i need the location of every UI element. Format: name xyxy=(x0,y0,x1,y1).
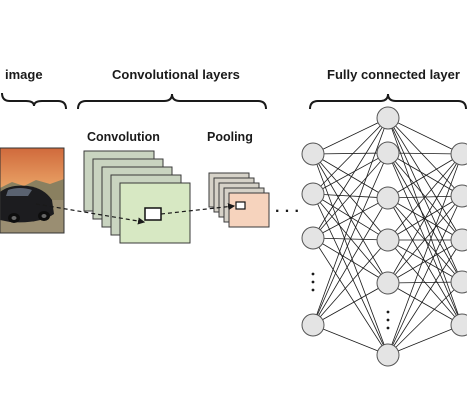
fc-node-layer-2 xyxy=(376,343,400,367)
fc-edge xyxy=(387,152,463,197)
fc-node-layer-3 xyxy=(450,228,467,252)
pooling-feature-maps xyxy=(208,172,270,228)
fully-connected-layer-label: Fully connected layer xyxy=(327,67,460,82)
fc-edge xyxy=(312,197,389,326)
fc-edge xyxy=(387,153,463,199)
continuation-ellipsis: · · · xyxy=(275,203,300,220)
pooling-label: Pooling xyxy=(207,130,253,144)
fc-vertical-ellipsis-dot xyxy=(311,272,315,276)
convolutional-layers-label: Convolutional layers xyxy=(112,67,240,82)
fc-edge xyxy=(387,324,463,356)
fc-edge xyxy=(387,281,463,356)
fc-edge xyxy=(312,153,389,284)
fc-edge xyxy=(387,117,463,326)
fc-layer-bracket xyxy=(309,93,467,110)
fc-node-layer-2 xyxy=(376,141,400,165)
fc-edge xyxy=(387,153,463,356)
fc-node-layer-2 xyxy=(376,106,400,130)
fc-vertical-ellipsis-dot xyxy=(311,280,315,284)
fc-node-layer-2 xyxy=(376,271,400,295)
fc-edge xyxy=(312,197,389,239)
fc-edge xyxy=(387,153,463,241)
fc-node-layer-3 xyxy=(450,270,467,294)
convolution-kernel-window xyxy=(144,207,162,221)
fully-connected-network xyxy=(301,106,467,367)
fc-edge xyxy=(312,324,389,356)
fc-node-layer-3 xyxy=(450,184,467,208)
fc-edge xyxy=(387,282,463,326)
fc-vertical-ellipsis-dot xyxy=(311,288,315,292)
convolution-to-pooling-arrow xyxy=(160,203,236,215)
fc-edge xyxy=(387,117,463,241)
fc-node-layer-3 xyxy=(450,313,467,337)
fc-node-layer-1 xyxy=(301,313,325,337)
fc-edge xyxy=(312,152,389,326)
fc-node-layer-2 xyxy=(376,186,400,210)
fc-edge xyxy=(387,152,463,283)
image-to-convolution-arrow xyxy=(35,203,146,225)
fc-edge xyxy=(387,195,463,284)
fc-edge xyxy=(312,153,389,199)
fc-edge xyxy=(312,153,389,241)
fc-edge xyxy=(387,281,463,284)
pooling-window xyxy=(235,201,246,210)
fc-vertical-ellipsis-dot xyxy=(386,326,390,330)
fc-edge xyxy=(387,117,463,155)
fc-edge xyxy=(312,193,389,356)
fc-edge xyxy=(387,153,463,284)
fc-edge xyxy=(312,117,389,326)
fc-edge xyxy=(312,117,389,239)
fc-edge xyxy=(312,193,389,241)
fc-connections xyxy=(312,117,463,356)
fc-edge xyxy=(312,117,389,155)
input-photo xyxy=(0,147,65,234)
fc-edge xyxy=(312,152,389,195)
fc-edge xyxy=(312,237,389,356)
convolution-feature-maps xyxy=(83,150,191,244)
fc-node-layer-3 xyxy=(450,142,467,166)
fc-edge xyxy=(387,239,463,356)
fc-vertical-ellipsis-dot xyxy=(386,318,390,322)
fc-edge xyxy=(312,152,389,239)
fc-edge xyxy=(387,117,463,197)
fc-edge xyxy=(312,117,389,195)
convolution-label: Convolution xyxy=(87,130,160,144)
fc-edge xyxy=(387,152,463,155)
input-image-label: image xyxy=(5,67,43,82)
fc-node-layer-1 xyxy=(301,182,325,206)
pooling-front-map xyxy=(228,192,270,228)
fc-edge xyxy=(312,237,389,284)
fc-edge xyxy=(387,117,463,283)
input-bracket xyxy=(1,92,67,110)
fc-edge xyxy=(312,282,389,326)
fc-node-layer-1 xyxy=(301,142,325,166)
conv-layers-bracket xyxy=(77,93,267,110)
fc-edge xyxy=(387,195,463,356)
fc-node-layer-1 xyxy=(301,226,325,250)
fc-edge xyxy=(312,239,389,326)
fc-node-layer-2 xyxy=(376,228,400,252)
fc-edge xyxy=(387,239,463,284)
fc-vertical-ellipsis-dot xyxy=(386,310,390,314)
fc-edge xyxy=(387,239,463,283)
